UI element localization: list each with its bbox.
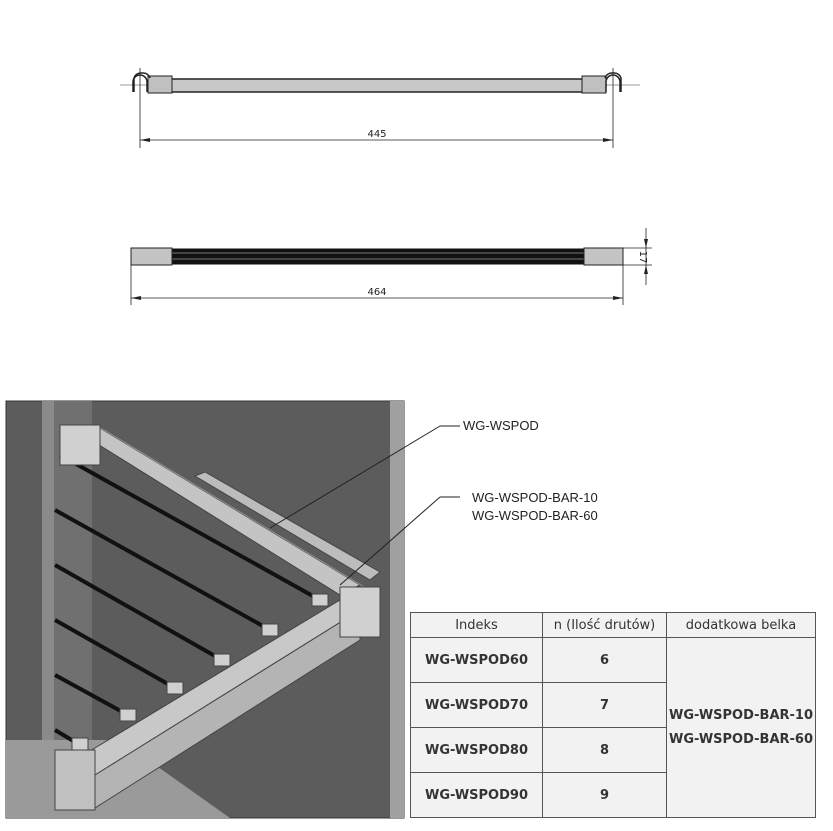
dimension-464: 464 [367, 287, 386, 298]
cell-index: WG-WSPOD60 [410, 637, 543, 683]
bar-top-view [120, 68, 640, 148]
table-row: WG-WSPOD60 6 WG-WSPOD-BAR-10 WG-WSPOD-BA… [410, 637, 816, 818]
header-extra-beam: dodatkowa belka [666, 612, 816, 638]
table-row: WG-WSPOD90 9 [410, 772, 816, 818]
cell-index: WG-WSPOD80 [410, 727, 543, 773]
cell-index: WG-WSPOD90 [410, 772, 543, 818]
dimension-445: 445 [367, 129, 386, 140]
callout-wg-wspod: WG-WSPOD [463, 418, 539, 433]
product-table: Indeks n (Ilość drutów) dodatkowa belka … [410, 612, 816, 818]
callout-bar-60: WG-WSPOD-BAR-60 [472, 508, 598, 523]
cell-n: 7 [542, 682, 667, 728]
extra-beam-2: WG-WSPOD-BAR-60 [669, 731, 813, 747]
cell-n: 6 [542, 637, 667, 683]
header-wire-count: n (Ilość drutów) [542, 612, 667, 638]
dimension-17: 17 [637, 251, 648, 264]
table-header-row: Indeks n (Ilość drutów) dodatkowa belka [410, 612, 816, 638]
header-index: Indeks [410, 612, 543, 638]
extra-beam-1: WG-WSPOD-BAR-10 [669, 707, 813, 723]
cell-n: 8 [542, 727, 667, 773]
cell-n: 9 [542, 772, 667, 818]
product-render [5, 400, 460, 819]
table-row: WG-WSPOD80 8 [410, 727, 816, 773]
cell-index: WG-WSPOD70 [410, 682, 543, 728]
cell-extra-beam: WG-WSPOD-BAR-10 WG-WSPOD-BAR-60 [666, 637, 816, 818]
callout-bar-10: WG-WSPOD-BAR-10 [472, 490, 598, 505]
table-row: WG-WSPOD70 7 [410, 682, 816, 728]
bar-side-view [130, 228, 652, 305]
